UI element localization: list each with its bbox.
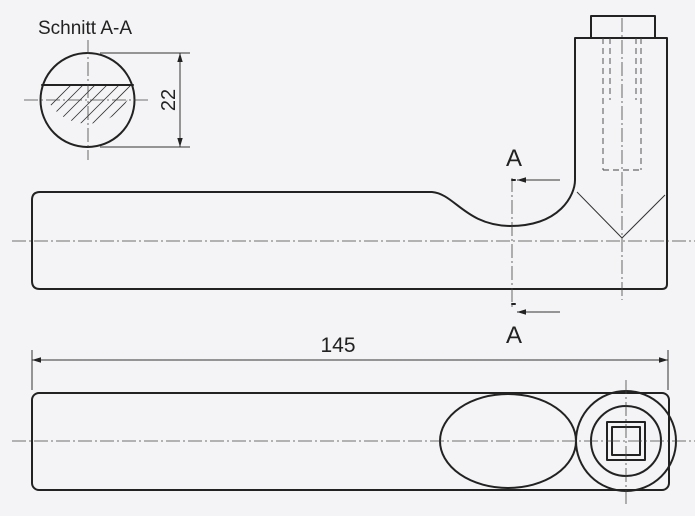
cap-top (590, 15, 656, 39)
lever-outline (31, 37, 668, 290)
section-marker-top: A (506, 145, 522, 172)
section-view: Schnitt A-A 22 (24, 18, 190, 160)
section-title: Schnitt A-A (38, 18, 132, 39)
front-view: A A (12, 15, 695, 349)
top-view (12, 380, 695, 505)
top-view-outline (31, 392, 670, 491)
overall-dimension: 145 (31, 334, 669, 390)
dimension-section-height: 22 (158, 89, 180, 111)
dimension-overall-length: 145 (320, 334, 355, 357)
section-marker-bottom: A (506, 322, 522, 349)
